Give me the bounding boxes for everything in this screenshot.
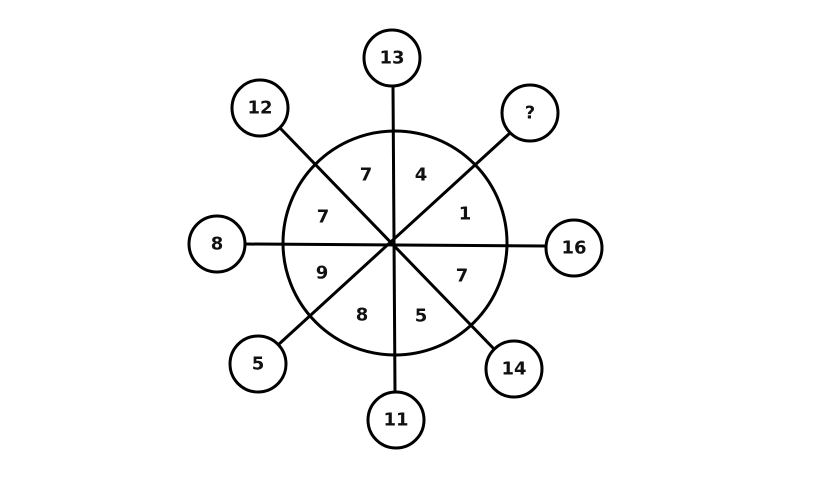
outer-circle-right: 16 [544,218,604,278]
outer-circle-top: 13 [362,28,422,88]
svg-text:13: 13 [379,48,404,69]
svg-text:8: 8 [211,234,224,255]
outer-circle-top-left: 12 [230,78,290,138]
sector-number: 7 [360,165,373,186]
diagonal-spoke-q-5 [276,131,512,347]
sector-number: 9 [316,263,329,284]
svg-text:?: ? [525,103,535,124]
outer-circle-top-right: ? [500,83,560,143]
outer-circle-bottom: 11 [366,390,426,450]
svg-text:16: 16 [561,238,586,259]
sector-number: 5 [415,306,428,327]
svg-text:5: 5 [252,354,265,375]
svg-text:12: 12 [247,98,272,119]
sector-number: 4 [415,165,428,186]
horizontal-spoke [244,242,547,248]
sector-number: 8 [356,305,369,326]
sector-number: 1 [459,204,472,225]
sector-number: 7 [317,207,330,228]
outer-circle-left: 8 [187,214,247,274]
diagonal-spoke-12-14 [278,126,497,352]
sector-number: 7 [456,266,469,287]
outer-circle-bottom-left: 5 [228,334,288,394]
svg-text:11: 11 [383,410,408,431]
svg-text:14: 14 [501,359,526,380]
outer-circle-bottom-right: 14 [484,339,544,399]
